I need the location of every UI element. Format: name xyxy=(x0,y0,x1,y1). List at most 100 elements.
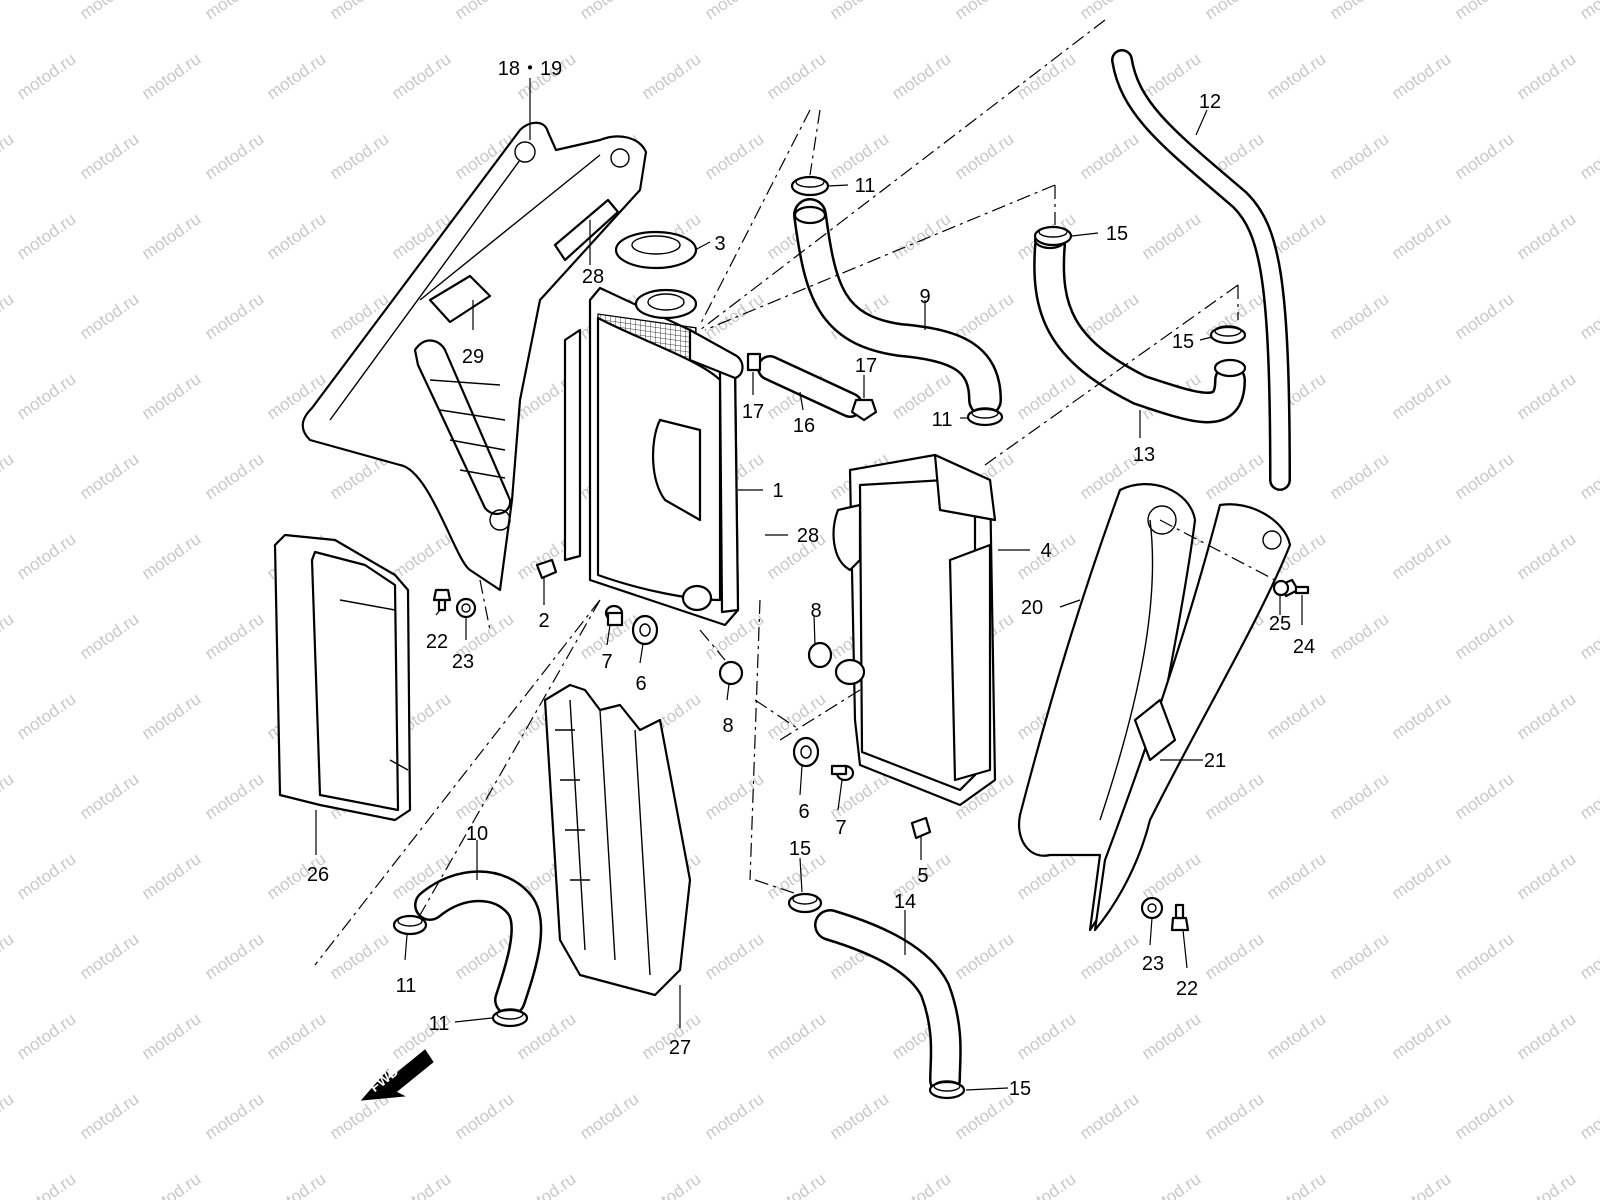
callout-14[interactable]: 14 xyxy=(894,891,916,913)
callout-15d[interactable]: 15 xyxy=(1009,1078,1031,1100)
bolt-22-left[interactable] xyxy=(432,588,452,612)
collar-7-left[interactable] xyxy=(830,764,855,782)
callout-3[interactable]: 3 xyxy=(714,233,725,255)
washer-23-right[interactable] xyxy=(1140,896,1164,920)
callout-4[interactable]: 4 xyxy=(1040,540,1051,562)
clamp-15-lower[interactable] xyxy=(787,892,823,914)
hose-14[interactable] xyxy=(814,909,962,1096)
callout-26[interactable]: 26 xyxy=(307,864,329,886)
callout-28a[interactable]: 28 xyxy=(582,266,604,288)
watermark-text: motod.ru xyxy=(701,769,767,823)
nut-5[interactable] xyxy=(910,816,932,840)
hose-12[interactable] xyxy=(1111,49,1291,491)
hose-16[interactable] xyxy=(757,355,863,418)
watermark-text: motod.ru xyxy=(888,209,954,263)
nut-17-b[interactable] xyxy=(850,398,878,422)
watermark-text: motod.ru xyxy=(888,1169,954,1200)
clip-17-a[interactable] xyxy=(746,352,762,372)
clamp-11-middle[interactable] xyxy=(966,407,1004,427)
watermark-text: motod.ru xyxy=(1451,769,1517,823)
watermark-text: motod.ru xyxy=(138,369,204,423)
callout-13[interactable]: 13 xyxy=(1133,444,1155,466)
callout-16[interactable]: 16 xyxy=(793,415,815,437)
hose-9[interactable] xyxy=(793,198,1002,417)
callout-7b[interactable]: 7 xyxy=(835,817,846,839)
callout-20[interactable]: 20 xyxy=(1021,597,1043,619)
clamp-11-left[interactable] xyxy=(392,914,428,936)
callout-2[interactable]: 2 xyxy=(538,610,549,632)
callout-11a[interactable]: 11 xyxy=(855,175,876,197)
watermark-text: motod.ru xyxy=(388,49,454,103)
right-radiator[interactable] xyxy=(563,286,744,627)
callout-7a[interactable]: 7 xyxy=(601,651,612,673)
callout-23a[interactable]: 23 xyxy=(452,651,474,673)
clamp-11-top[interactable] xyxy=(790,175,830,197)
callout-22b[interactable]: 22 xyxy=(1176,978,1198,1000)
callout-22a[interactable]: 22 xyxy=(426,631,448,653)
collar-7-right[interactable] xyxy=(604,604,624,627)
clamp-15-right[interactable] xyxy=(1209,325,1247,345)
watermark-text: motod.ru xyxy=(1576,769,1600,823)
clamp-11-bottom[interactable] xyxy=(491,1008,529,1028)
callout-15a[interactable]: 15 xyxy=(1106,223,1128,245)
callout-5[interactable]: 5 xyxy=(917,865,928,887)
watermark-text: motod.ru xyxy=(13,209,79,263)
callout-12[interactable]: 12 xyxy=(1199,91,1221,113)
callout-8b[interactable]: 8 xyxy=(810,600,821,622)
callout-17a[interactable]: 17 xyxy=(742,401,764,423)
nut-2[interactable] xyxy=(535,558,558,580)
washer-25[interactable] xyxy=(1272,579,1290,597)
grommet-6-left[interactable] xyxy=(792,736,820,768)
watermark-text: motod.ru xyxy=(1326,609,1392,663)
callout-6a[interactable]: 6 xyxy=(635,673,646,695)
radiator-cap[interactable] xyxy=(614,230,698,270)
watermark-text: motod.ru xyxy=(1076,929,1142,983)
callout-29[interactable]: 29 xyxy=(462,346,484,368)
callout-1[interactable]: 1 xyxy=(772,480,783,502)
watermark-text: motod.ru xyxy=(1138,1009,1204,1063)
watermark-text: motod.ru xyxy=(701,289,767,343)
left-radiator[interactable] xyxy=(832,453,997,807)
grommet-8-right[interactable] xyxy=(718,660,744,686)
center-radiator-guard[interactable] xyxy=(543,683,692,997)
callout-21[interactable]: 21 xyxy=(1204,750,1226,772)
callout-9[interactable]: 9 xyxy=(919,286,930,308)
watermark-text: motod.ru xyxy=(1451,929,1517,983)
left-radiator-guard[interactable] xyxy=(273,533,412,822)
hose-10[interactable] xyxy=(414,870,543,1016)
callout-10[interactable]: 10 xyxy=(466,823,488,845)
grommet-8-left[interactable] xyxy=(807,641,833,669)
callout-11d[interactable]: 11 xyxy=(429,1013,450,1035)
watermark-text: motod.ru xyxy=(1263,1169,1329,1200)
small-hardware xyxy=(432,352,1310,932)
watermark-text: motod.ru xyxy=(0,449,17,503)
callout-18-19[interactable]: 18・19 xyxy=(498,58,563,80)
watermark-text: motod.ru xyxy=(513,1169,579,1200)
clamp-15-bottom[interactable] xyxy=(928,1080,966,1100)
callout-15b[interactable]: 15 xyxy=(1172,331,1194,353)
callout-27[interactable]: 27 xyxy=(669,1037,691,1059)
watermark-text: motod.ru xyxy=(951,289,1017,343)
washer-23-left[interactable] xyxy=(455,597,477,619)
right-radiator-shroud[interactable] xyxy=(1017,483,1292,932)
callout-24[interactable]: 24 xyxy=(1293,636,1315,658)
callout-11b[interactable]: 11 xyxy=(932,409,953,431)
callout-11c[interactable]: 11 xyxy=(396,975,417,997)
watermark-text: motod.ru xyxy=(13,1169,79,1200)
watermark-text: motod.ru xyxy=(1513,529,1579,583)
callout-25[interactable]: 25 xyxy=(1269,613,1291,635)
callout-8a[interactable]: 8 xyxy=(722,715,733,737)
watermark-text: motod.ru xyxy=(138,849,204,903)
watermark-text: motod.ru xyxy=(201,769,267,823)
watermark-text: motod.ru xyxy=(826,0,892,23)
callout-28b[interactable]: 28 xyxy=(797,525,819,547)
grommet-6-right[interactable] xyxy=(631,614,659,646)
callout-23b[interactable]: 23 xyxy=(1142,953,1164,975)
clamp-15-top[interactable] xyxy=(1033,225,1073,247)
watermark-text: motod.ru xyxy=(1576,129,1600,183)
bolt-22-right[interactable] xyxy=(1170,903,1190,932)
callout-17b[interactable]: 17 xyxy=(855,355,877,377)
watermark-text: motod.ru xyxy=(326,929,392,983)
callout-15c[interactable]: 15 xyxy=(789,838,811,860)
callout-6b[interactable]: 6 xyxy=(798,801,809,823)
